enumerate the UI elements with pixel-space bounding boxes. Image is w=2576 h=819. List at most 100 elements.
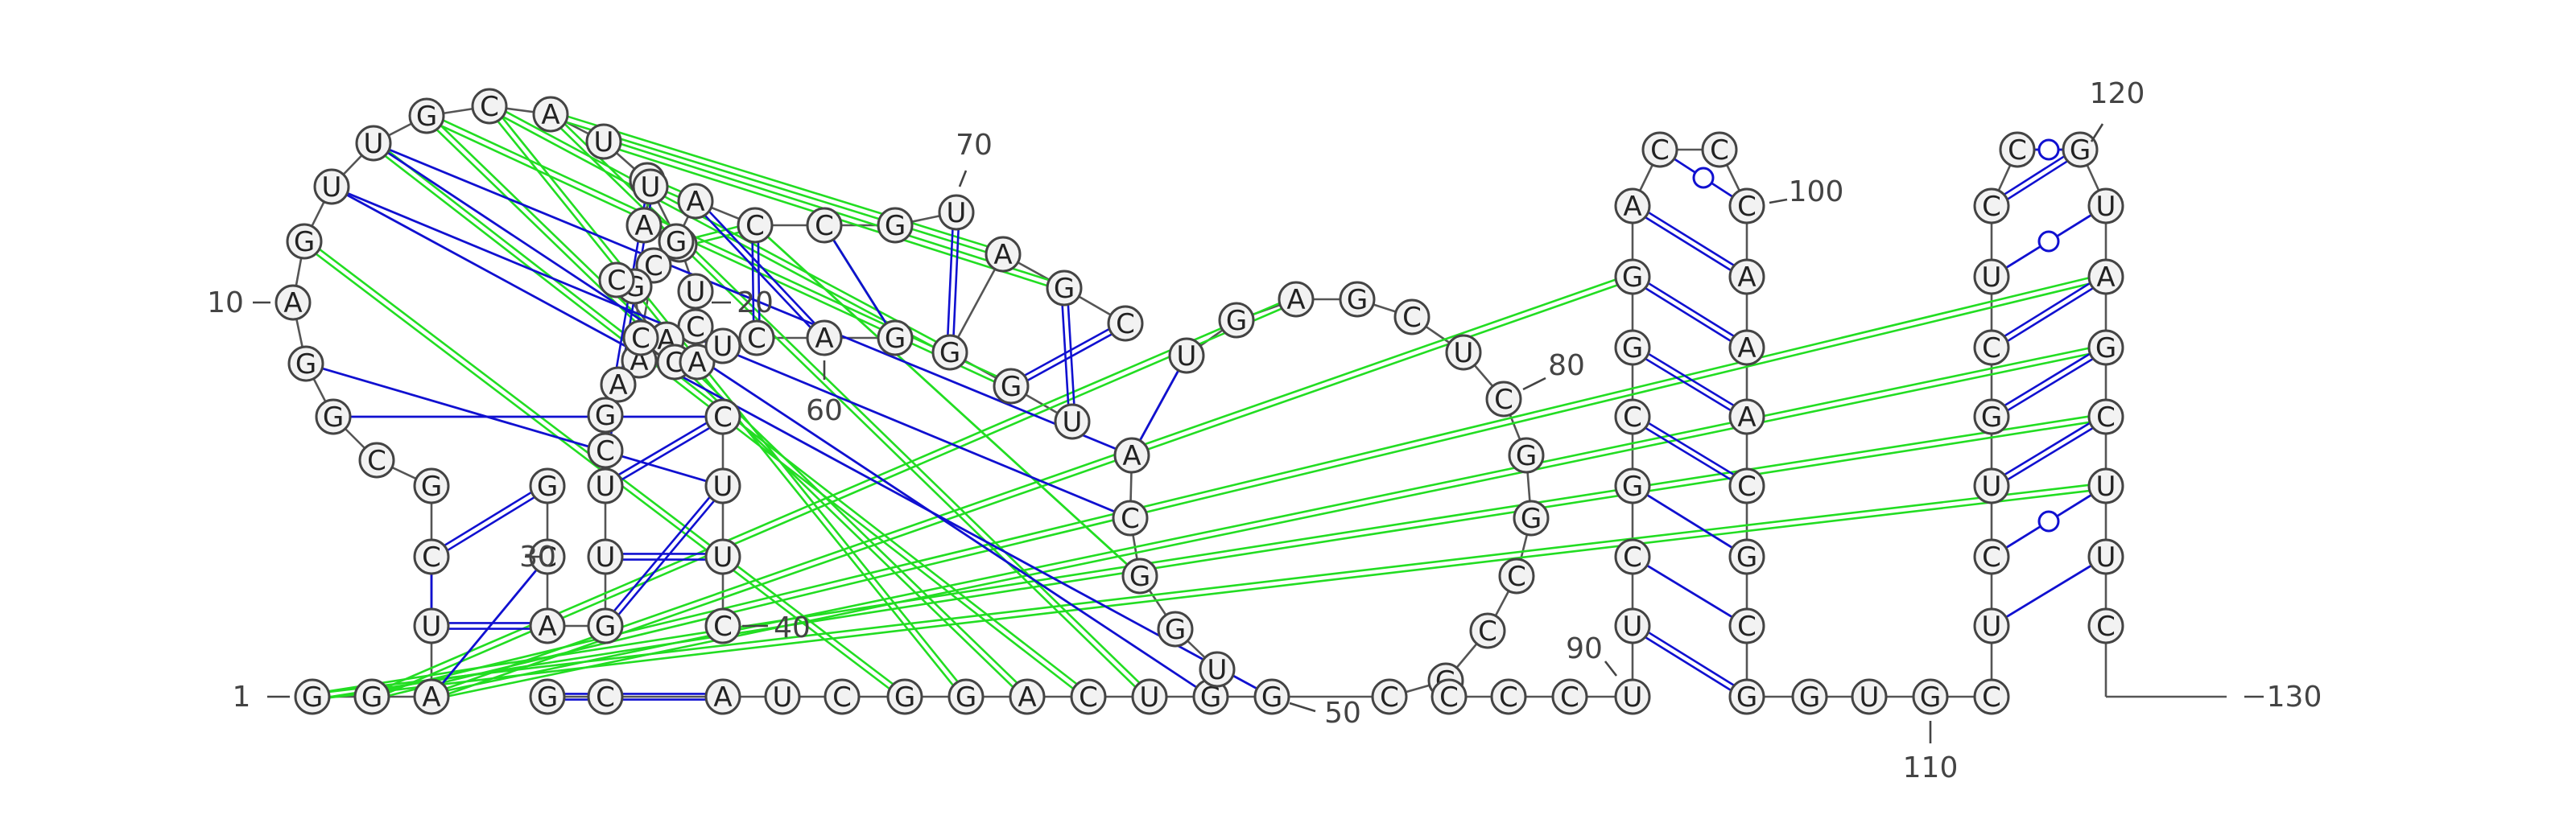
nucleotide-circle — [1614, 538, 1651, 575]
nucleotide-circle — [677, 183, 714, 220]
nucleotide-circle — [622, 319, 659, 356]
nucleotide-letter: U — [1982, 261, 2002, 294]
pseudoknot-pair-line — [490, 103, 969, 696]
nucleotide-letter: G — [666, 226, 687, 258]
nucleotide-circle — [587, 538, 624, 575]
nucleotide: C — [1112, 500, 1149, 537]
nucleotide-circle — [1513, 500, 1550, 537]
base-pair-line — [952, 212, 960, 353]
nucleotide-circle — [737, 207, 774, 244]
nucleotide-letter: U — [322, 171, 342, 204]
position-label: 1 — [233, 681, 251, 714]
nucleotide-letter: C — [644, 250, 663, 282]
nucleotide: U — [1131, 678, 1168, 715]
nucleotide-letter: C — [1439, 681, 1459, 714]
nucleotide-circle — [658, 223, 695, 260]
position-tick — [1289, 702, 1316, 713]
position-tick — [1522, 377, 1546, 391]
nucleotide-letter: G — [1736, 681, 1757, 714]
nucleotide: U — [2087, 187, 2124, 224]
nucleotide: G — [2062, 131, 2099, 168]
nucleotide: C — [1999, 131, 2036, 168]
nucleotide-circle — [1641, 131, 1678, 168]
nucleotide-circle — [625, 207, 663, 244]
nucleotide: U — [1199, 651, 1236, 688]
base-pair-line — [1633, 344, 1749, 416]
pseudoknot-pair-line — [424, 117, 1011, 390]
nucleotide: U — [1851, 678, 1888, 715]
nucleotide-circle — [985, 236, 1022, 273]
nucleotide-letter: G — [1165, 614, 1186, 646]
nucleotide: A — [1113, 437, 1150, 474]
base-pair-line — [1991, 555, 2107, 628]
nucleotide: G — [287, 345, 324, 382]
base-pair-line — [1992, 418, 2108, 490]
nucleotide-circle — [1614, 398, 1651, 435]
base-pair-line — [757, 224, 761, 338]
nucleotide-letter: G — [595, 400, 616, 432]
nucleotide: G — [877, 319, 914, 356]
base-pair-line — [823, 224, 897, 339]
position-label: 130 — [2267, 681, 2322, 714]
nucleotide-circle — [532, 96, 569, 133]
base-pair-line — [1992, 278, 2108, 352]
nucleotide-letter: C — [1121, 503, 1140, 535]
nucleotide-letter: G — [1981, 401, 2002, 434]
nucleotide-letter: G — [1622, 332, 1643, 364]
nucleotide-circle — [355, 125, 392, 162]
nucleotide: C — [1614, 538, 1651, 575]
nucleotide: C — [1469, 612, 1506, 649]
nucleotide-letter: A — [541, 99, 559, 131]
nucleotide-letter: U — [1208, 654, 1228, 686]
nucleotide: G — [587, 607, 624, 644]
nucleotide: A — [600, 366, 637, 403]
nucleotide: C — [1973, 538, 2010, 575]
nucleotide-circle — [704, 607, 741, 644]
nucleotide: G — [877, 207, 914, 244]
nucleotide: U — [2087, 538, 2124, 575]
nucleotide-letter: U — [713, 331, 733, 363]
nucleotide-circle — [1253, 678, 1290, 715]
nucleotide: C — [2087, 398, 2124, 435]
base-pair-line — [430, 556, 549, 698]
position-tick — [958, 170, 968, 187]
nucleotide-letter: C — [422, 541, 441, 574]
nucleotide: C — [704, 607, 741, 644]
position-label: 10 — [207, 286, 244, 319]
nucleotide-letter: A — [1737, 332, 1756, 364]
nucleotide-letter: A — [993, 239, 1012, 271]
nucleotide-circle — [1728, 398, 1765, 435]
nucleotide-letter: U — [713, 471, 733, 503]
nucleotide-letter: C — [686, 311, 705, 344]
nucleotide: A — [529, 607, 566, 644]
nucleotide-letter: U — [422, 611, 442, 643]
nucleotide: U — [677, 273, 714, 310]
nucleotide-circle — [1371, 678, 1408, 715]
nucleotide-circle — [1445, 334, 1482, 371]
position-label: 60 — [806, 394, 843, 427]
position-label: 70 — [956, 129, 993, 162]
nucleotide-letter: C — [713, 401, 733, 434]
nucleotide-circle — [315, 398, 352, 435]
nucleotide-letter: C — [747, 323, 766, 355]
nucleotide: A — [1614, 187, 1651, 224]
nucleotide: U — [764, 678, 801, 715]
nucleotide: C — [587, 678, 624, 715]
nucleotide-letter: G — [885, 210, 906, 242]
nucleotide-circle — [738, 319, 775, 356]
nucleotide-letter: G — [323, 401, 344, 434]
nucleotide-letter: G — [302, 681, 323, 714]
nucleotide-letter: C — [1116, 308, 1135, 340]
nucleotide-letter: C — [1737, 191, 1757, 223]
nucleotide-circle — [1339, 281, 1376, 318]
pseudoknot-pair-line — [754, 224, 1141, 578]
nucleotide: C — [2087, 607, 2124, 644]
nucleotide-letter: G — [956, 681, 976, 714]
nucleotide-letter: C — [745, 210, 765, 242]
nucleotide: C — [1371, 678, 1408, 715]
nucleotide: G — [1339, 281, 1376, 318]
pseudoknot-pair-line — [490, 102, 952, 351]
base-pair-line — [1989, 273, 2105, 347]
nucleotide-letter: G — [1226, 305, 1247, 337]
nucleotide-letter: C — [1623, 401, 1642, 434]
